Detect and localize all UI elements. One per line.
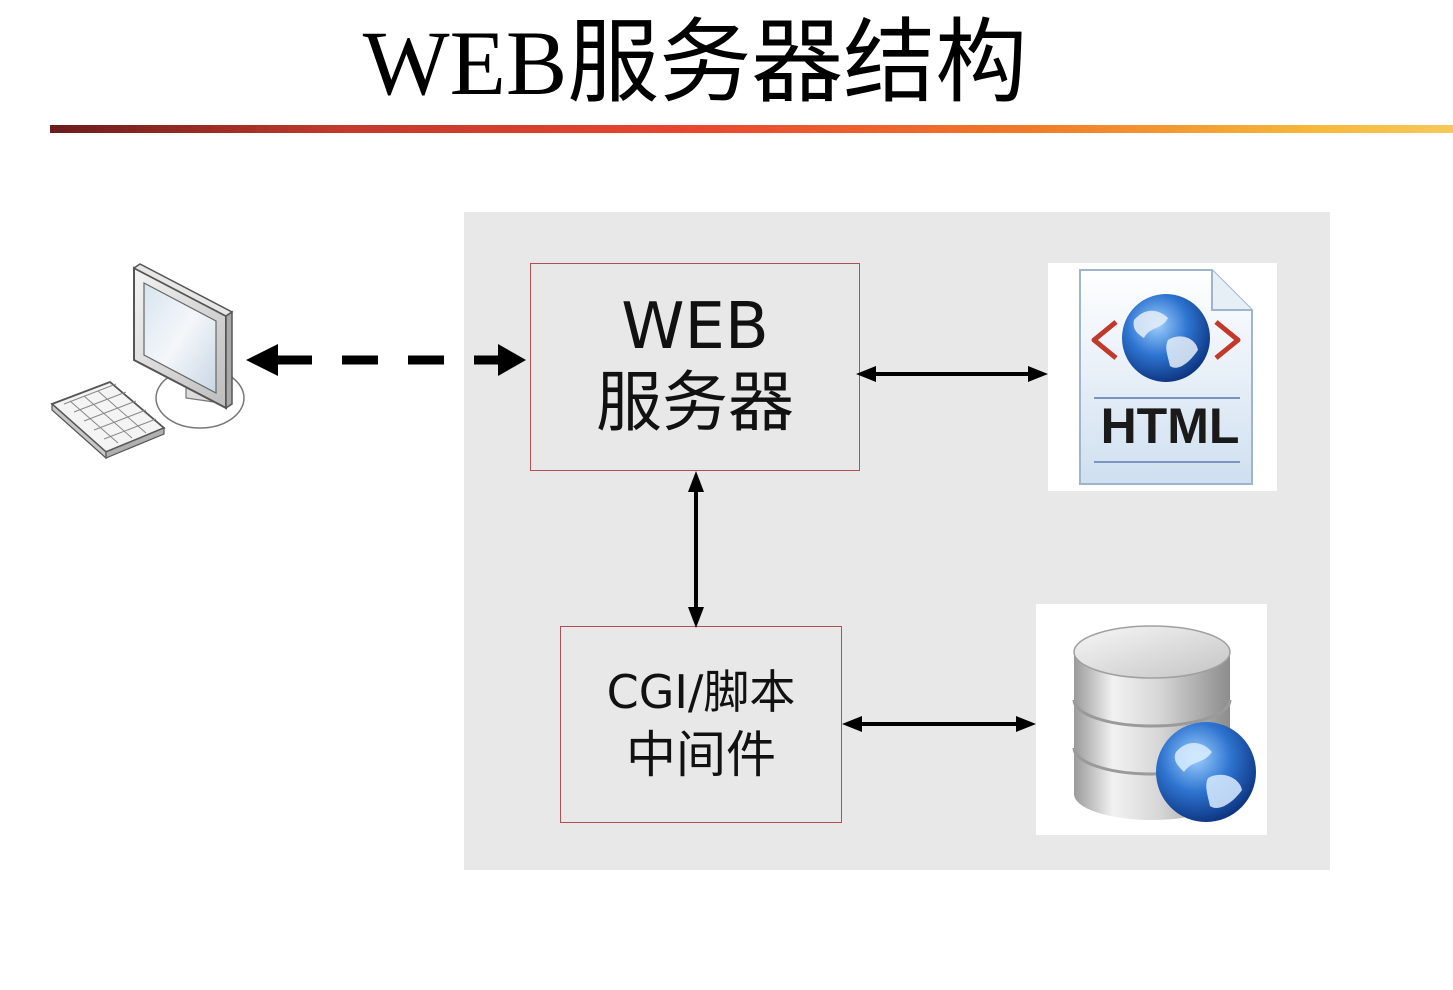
html-document-icon	[1079, 269, 1253, 485]
web-server-label-line1: WEB	[621, 290, 769, 364]
middleware-box: CGI/脚本 中间件	[560, 626, 842, 823]
computer-icon	[50, 263, 245, 460]
web-server-label-line2: 服务器	[596, 364, 794, 441]
web-server-box: WEB 服务器	[530, 263, 860, 471]
middleware-label-line1: CGI/脚本	[606, 664, 796, 719]
database-globe-icon	[1072, 625, 1256, 822]
middleware-label-line2: 中间件	[626, 725, 776, 784]
html-icon-label: HTML	[1100, 398, 1240, 454]
server-html-arrow	[856, 366, 1048, 382]
server-middleware-arrow	[688, 471, 704, 628]
client-server-arrow	[246, 344, 526, 376]
page-title: WEB服务器结构	[362, 12, 1028, 114]
title-divider	[50, 125, 1453, 133]
middleware-database-arrow	[842, 716, 1036, 732]
